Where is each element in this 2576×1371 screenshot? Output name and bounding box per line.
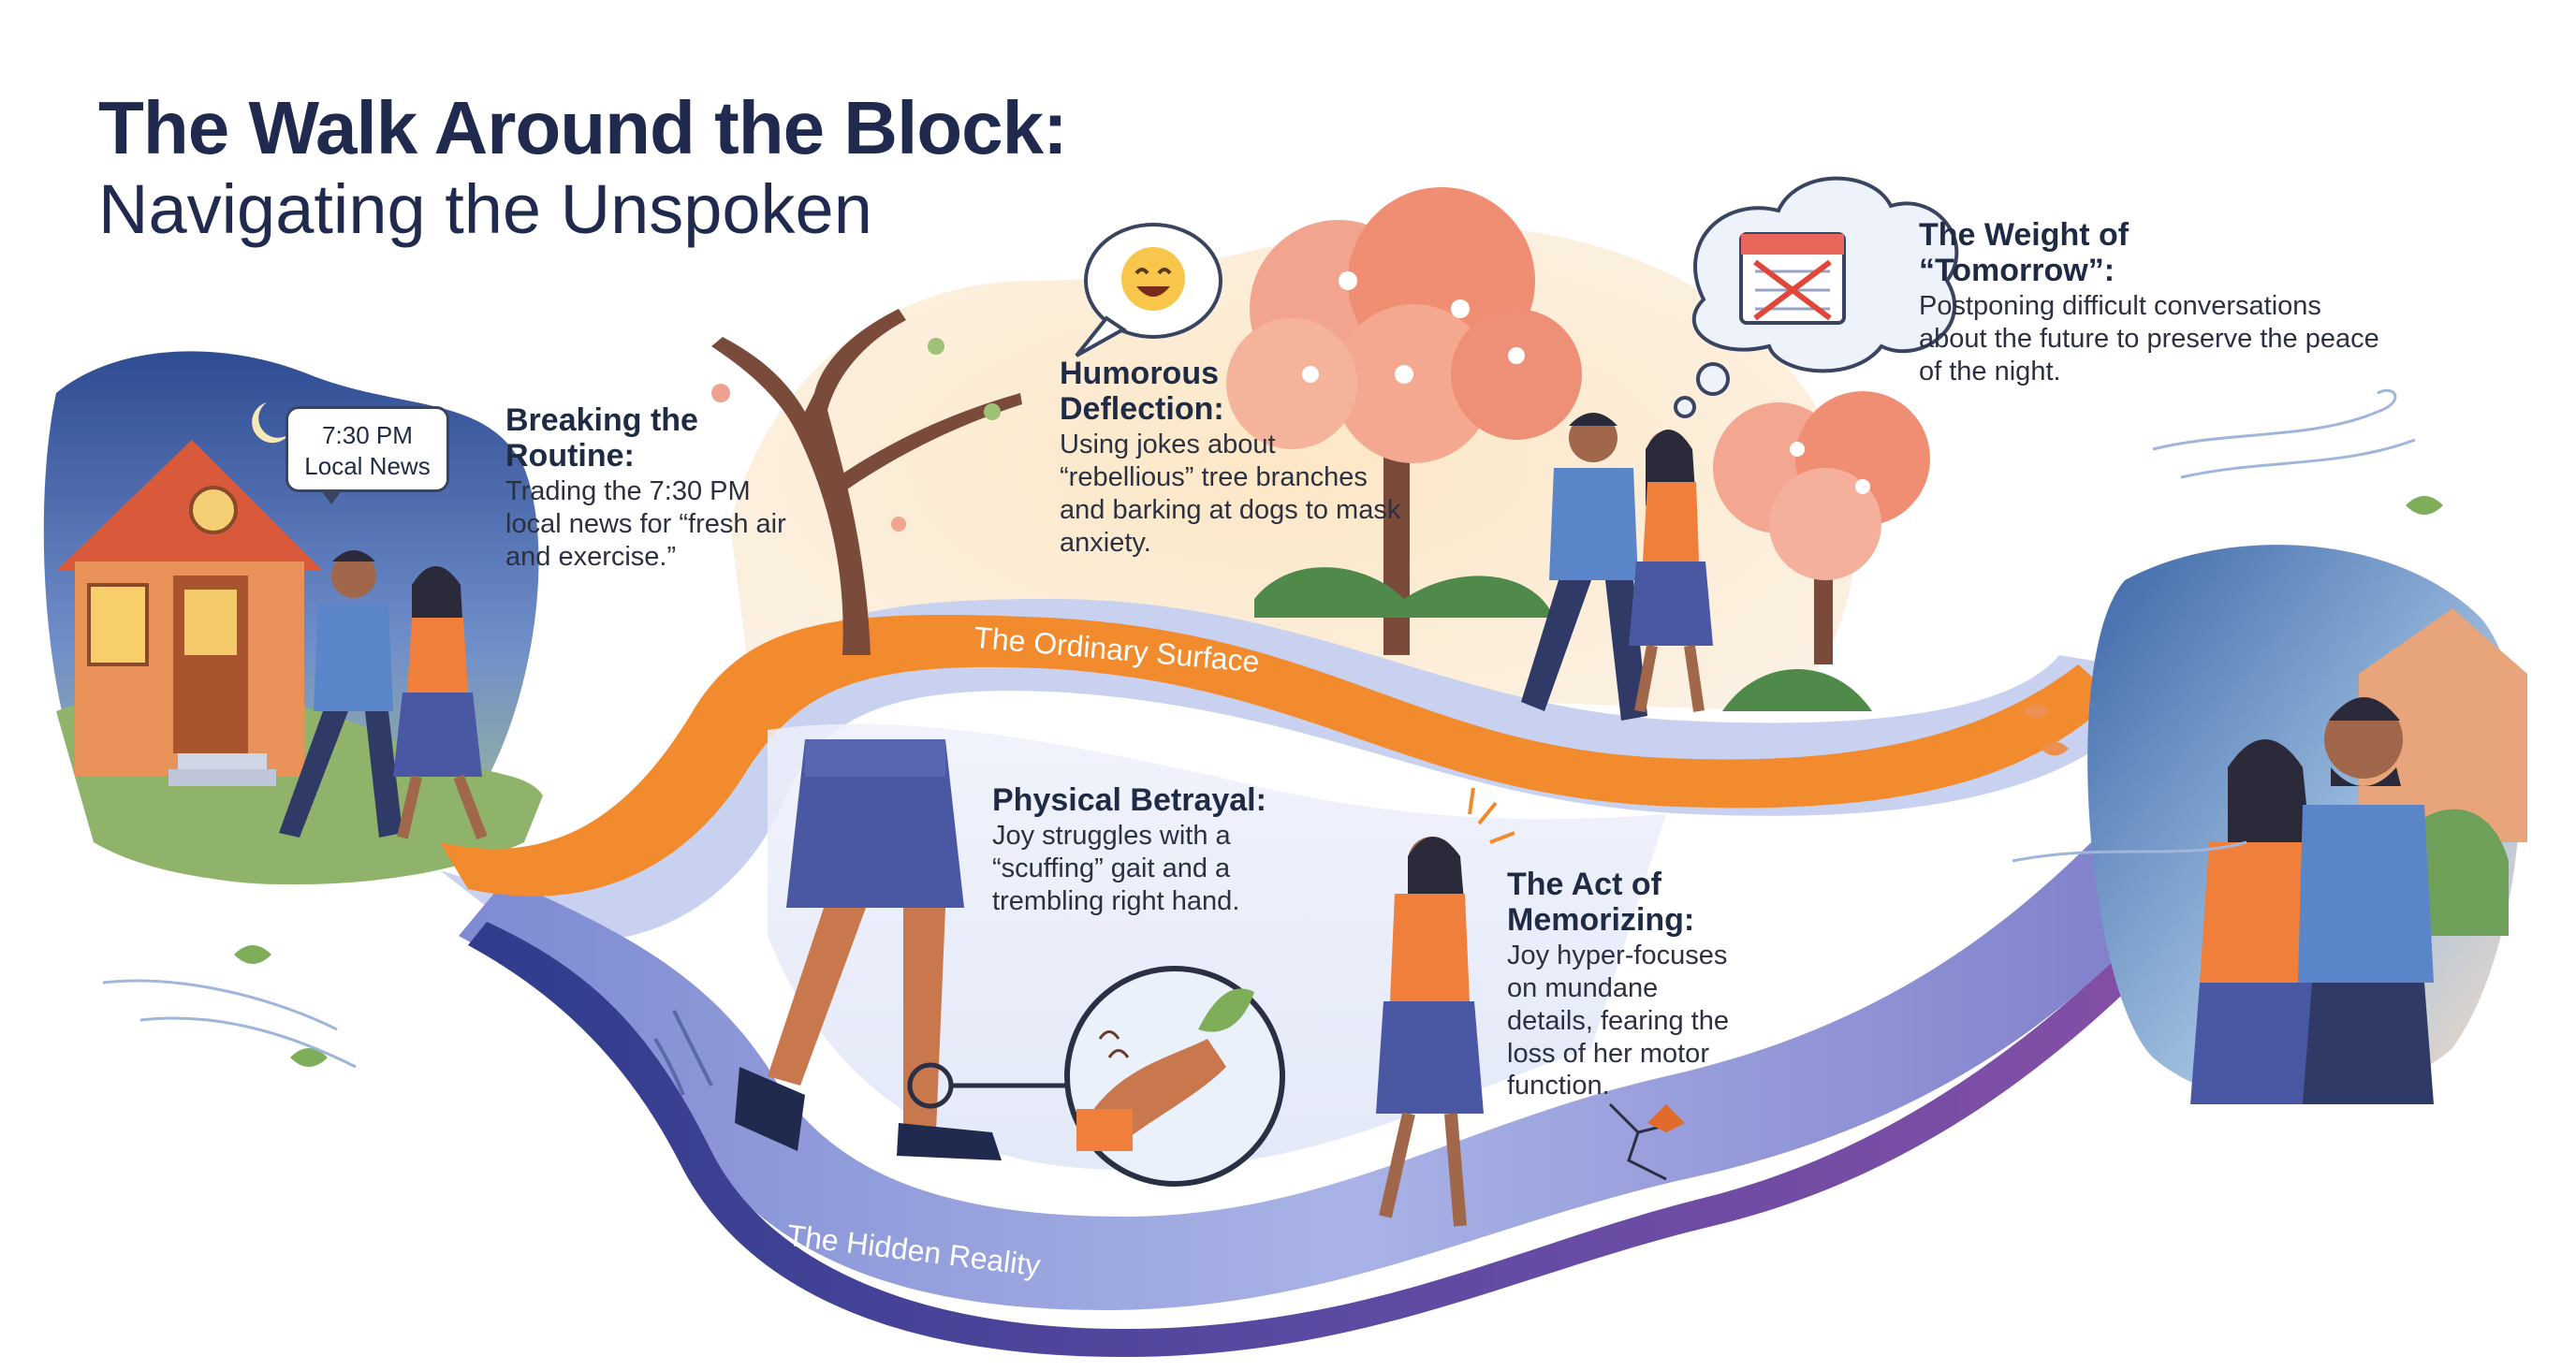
news-speech-bubble: 7:30 PM Local News — [285, 406, 449, 504]
embrace-vignette — [2087, 545, 2527, 1104]
decorative-leaves — [234, 496, 2443, 1067]
calendar-thought-cloud — [1674, 176, 1959, 418]
section-heading: Physical Betrayal: — [992, 782, 1266, 818]
section-physical-betrayal: Physical Betrayal: Joy struggles with a … — [992, 782, 1273, 917]
section-body: Using jokes about “rebellious” tree bran… — [1060, 430, 1401, 558]
section-breaking-routine: Breaking the Routine: Trading the 7:30 P… — [505, 402, 786, 574]
section-body: Trading the 7:30 PM local news for “fres… — [505, 476, 786, 572]
crossed-out-calendar-icon — [1739, 232, 1846, 325]
section-humorous-deflection: Humorous Deflection: Using jokes about “… — [1060, 356, 1415, 559]
couple-leaving-house — [279, 550, 488, 840]
section-body: Joy hyper-focuses on mundane details, fe… — [1507, 941, 1729, 1101]
blossom-tree — [1226, 187, 1582, 655]
section-heading: Humorous Deflection: — [1060, 356, 1224, 428]
wind-swirls — [102, 388, 2416, 1069]
trembling-hand-magnifier — [907, 966, 1285, 1187]
section-heading: The Act of Memorizing: — [1507, 867, 1695, 939]
sign-program: Local News — [304, 451, 431, 480]
walkway — [440, 599, 2265, 1357]
section-heading: Breaking the Routine: — [505, 402, 698, 474]
bare-tree — [711, 309, 1022, 655]
legs-closeup — [653, 739, 1002, 1160]
sign-time: 7:30 PM — [322, 421, 413, 449]
ordinary-surface-band — [440, 614, 2115, 897]
crescent-moon-icon — [252, 402, 289, 444]
title-line-1: The Walk Around the Block: — [98, 86, 1068, 169]
section-act-of-memorizing: The Act of Memorizing: Joy hyper-focuses… — [1507, 867, 1750, 1102]
section-body: Joy struggles with a “scuffing” gait and… — [992, 821, 1240, 916]
section-weight-of-tomorrow: The Weight of “Tomorrow”: Postponing dif… — [1919, 217, 2387, 388]
couple-on-surface-path — [1521, 413, 1713, 721]
laughing-emoji-icon — [1121, 247, 1185, 311]
title-line-2: Navigating the Unspoken — [98, 170, 872, 248]
section-heading: The Weight of “Tomorrow”: — [1919, 217, 2130, 289]
laughing-thought-bubble — [1075, 223, 1222, 357]
page-title: The Walk Around the Block: Navigating th… — [98, 86, 1068, 248]
small-blossom-tree — [1713, 391, 1930, 711]
joy-memorizing-figure — [1376, 787, 1685, 1227]
section-body: Postponing difficult conversations about… — [1919, 291, 2379, 387]
